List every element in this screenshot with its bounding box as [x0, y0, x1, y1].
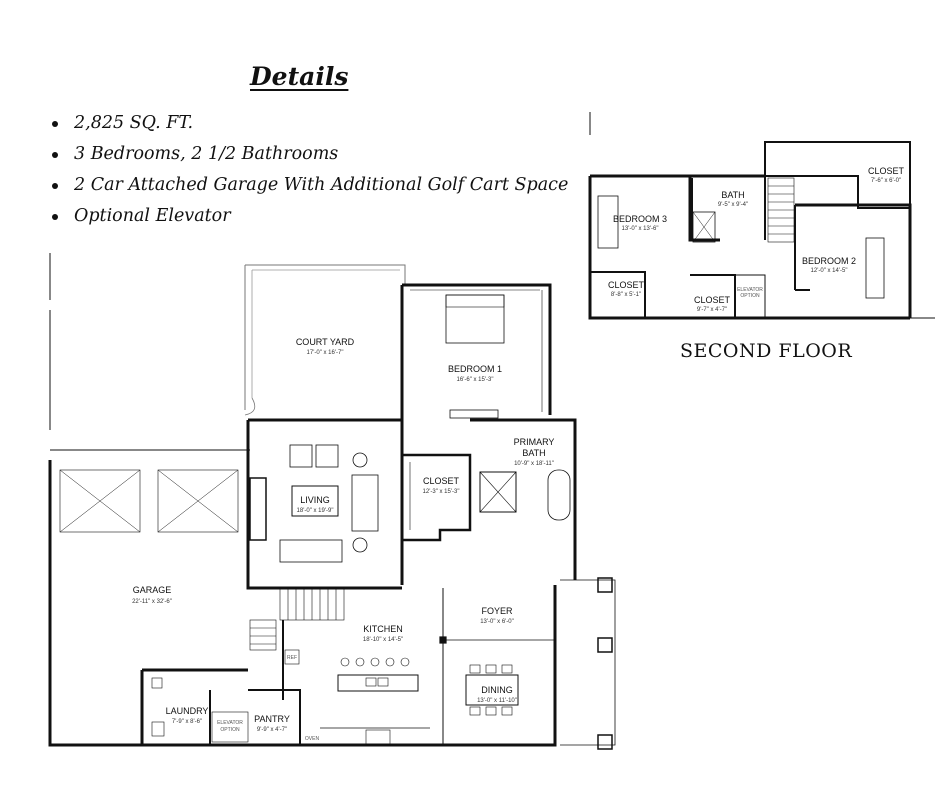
closet-top-dim: 7'-6" x 6'-0" [871, 178, 901, 184]
bedroom3-dim: 13'-0" x 13'-6" [622, 226, 659, 232]
closet-mid-dim: 9'-7" x 4'-7" [697, 307, 727, 313]
bedroom2-dim: 12'-0" x 14'-5" [811, 268, 848, 274]
kitchen-dim: 18'-10" x 14'-5" [363, 637, 403, 643]
detail-item-garage: 2 Car Attached Garage With Additional Go… [48, 170, 568, 201]
laundry-label: LAUNDRY [166, 706, 209, 716]
closet-dim: 12'-3" x 15'-3" [423, 489, 460, 495]
bedroom3-label: BEDROOM 3 [613, 214, 667, 224]
second-floor-caption: SECOND FLOOR [680, 340, 853, 362]
oven-label: OVEN [305, 736, 320, 742]
garage-dim: 22'-11" x 32'-6" [132, 599, 172, 605]
foyer-label: FOYER [481, 606, 513, 616]
elevator-option-line1: ELEVATOR [217, 720, 243, 726]
detail-item-elevator: Optional Elevator [48, 201, 568, 232]
foyer-dim: 13'-0" x 6'-0" [480, 619, 514, 625]
closet-top-label: CLOSET [868, 166, 905, 176]
laundry-dim: 7'-9" x 8'-6" [172, 719, 202, 725]
bedroom1-label: BEDROOM 1 [448, 364, 502, 374]
closet-mid-label: CLOSET [694, 295, 731, 305]
dining-label: DINING [481, 685, 513, 695]
primary-bath-dim: 10'-9" x 18'-11" [514, 461, 554, 467]
court-yard-label: COURT YARD [296, 337, 355, 347]
living-label: LIVING [300, 495, 330, 505]
pantry-label: PANTRY [254, 714, 290, 724]
bath-dim: 9'-5" x 9'-4" [718, 202, 748, 208]
bedroom1-dim: 16'-6" x 15'-3" [457, 377, 494, 383]
closet-label: CLOSET [423, 476, 460, 486]
primary-bath-label-1: PRIMARY [514, 437, 555, 447]
kitchen-label: KITCHEN [363, 624, 403, 634]
primary-bath-label-2: BATH [522, 448, 545, 458]
dining-dim: 13'-0" x 11'-10" [477, 698, 517, 704]
detail-item-sqft: 2,825 SQ. FT. [48, 108, 568, 139]
detail-item-bedrooms: 3 Bedrooms, 2 1/2 Bathrooms [48, 139, 568, 170]
closet-left-label: CLOSET [608, 280, 645, 290]
court-yard-dim: 17'-0" x 16'-7" [307, 350, 344, 356]
second-elevator-line1: ELEVATOR [737, 287, 763, 293]
bedroom2-label: BEDROOM 2 [802, 256, 856, 266]
closet-left-dim: 8'-8" x 5'-1" [611, 292, 641, 298]
living-dim: 18'-0" x 19'-9" [297, 508, 334, 514]
ref-label: REF [287, 655, 297, 661]
details-heading: Details [250, 62, 349, 91]
garage-label: GARAGE [133, 585, 172, 595]
second-elevator-line2: OPTION [740, 293, 760, 299]
pantry-dim: 9'-9" x 4'-7" [257, 727, 287, 733]
elevator-option-line2: OPTION [220, 727, 240, 733]
details-list: 2,825 SQ. FT. 3 Bedrooms, 2 1/2 Bathroom… [48, 108, 568, 232]
bath-label: BATH [721, 190, 744, 200]
